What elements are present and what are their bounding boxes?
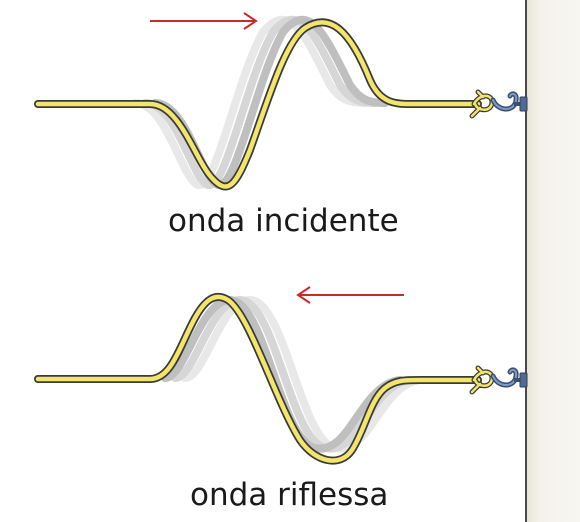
reflected-direction-arrow xyxy=(296,286,404,304)
incident-direction-arrow xyxy=(150,12,258,30)
incident-ghost-3 xyxy=(131,15,369,190)
reflected-wave-group: onda riflessa xyxy=(34,286,528,513)
incident-hook xyxy=(490,91,528,112)
reflected-label: onda riflessa xyxy=(190,477,388,513)
incident-ghost-2 xyxy=(141,15,379,190)
reflected-ghost-3 xyxy=(181,295,424,453)
reflected-ghost-1 xyxy=(161,295,404,453)
incident-wave-group: onda incidente xyxy=(34,12,528,239)
reflected-rope xyxy=(35,294,481,463)
wall-face xyxy=(526,0,580,522)
incident-rope xyxy=(35,20,481,189)
incident-label: onda incidente xyxy=(168,203,399,239)
reflected-hook xyxy=(490,367,528,388)
wall xyxy=(525,0,580,522)
